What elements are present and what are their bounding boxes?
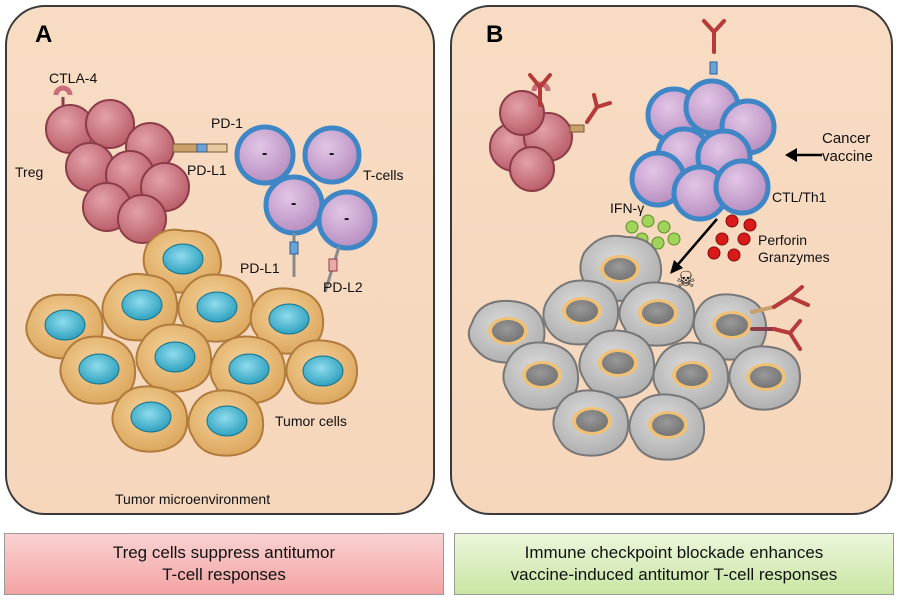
treg-label: Treg <box>15 164 44 180</box>
tcells-label: T-cells <box>363 167 404 183</box>
perforin-label: Perforin <box>758 232 808 248</box>
caption-a: Treg cells suppress antitumor T-cell res… <box>4 533 444 595</box>
caption-b: Immune checkpoint blockade enhances vacc… <box>454 533 894 595</box>
pd1-pdl1-bridge <box>172 143 228 153</box>
treg-cluster-blocked <box>489 81 585 192</box>
ifn-gamma-label: IFN-γ <box>610 200 645 216</box>
minus-sign: - <box>291 195 297 212</box>
pdl1-top-label: PD-L1 <box>187 162 227 178</box>
pdl1-bottom-label: PD-L1 <box>240 260 280 276</box>
skull-icon: ☠ <box>676 267 696 292</box>
panel-b-letter: B <box>486 21 504 48</box>
pdl1-pdl2-bridges <box>289 233 341 293</box>
antibody-icon <box>750 285 810 351</box>
panel-b-checkpoint-blockade: B <box>450 5 893 515</box>
cancer-vaccine-label-line1: Cancer <box>822 130 871 147</box>
perforin-dots <box>707 214 757 262</box>
treg-cluster <box>45 99 190 244</box>
panel-b-illustration <box>467 19 822 461</box>
ctl-cluster <box>629 61 777 222</box>
minus-sign: - <box>329 145 335 162</box>
panel-a-illustration <box>25 85 378 457</box>
vaccine-arrow <box>785 148 822 162</box>
panel-a-treg-suppression: A <box>5 5 435 515</box>
pdl2-label: PD-L2 <box>323 279 363 295</box>
panel-a-letter: A <box>35 21 53 48</box>
microenvironment-label: Tumor microenvironment <box>115 491 271 507</box>
tumor-cells-label: Tumor cells <box>275 413 347 429</box>
tumor-cells <box>25 228 359 457</box>
caption-a-line1: Treg cells suppress antitumor <box>112 543 336 562</box>
cancer-vaccine-label-line2: vaccine <box>822 148 873 165</box>
granzymes-label: Granzymes <box>758 249 830 265</box>
dying-tumor-cells <box>467 234 802 461</box>
minus-sign: - <box>262 145 268 162</box>
antibody-icon <box>528 19 726 124</box>
caption-a-line2: T-cell responses <box>162 565 286 584</box>
caption-b-line2: vaccine-induced antitumor T-cell respons… <box>510 565 838 584</box>
ctla4-label: CTLA-4 <box>49 70 98 86</box>
caption-b-line1: Immune checkpoint blockade enhances <box>524 543 824 562</box>
t-cells <box>234 124 378 251</box>
ctla4-receptor <box>53 85 73 105</box>
ctl-th1-label: CTL/Th1 <box>772 189 827 205</box>
pd1-label: PD-1 <box>211 115 243 131</box>
minus-sign: - <box>344 210 350 227</box>
kill-arrow <box>670 218 718 274</box>
